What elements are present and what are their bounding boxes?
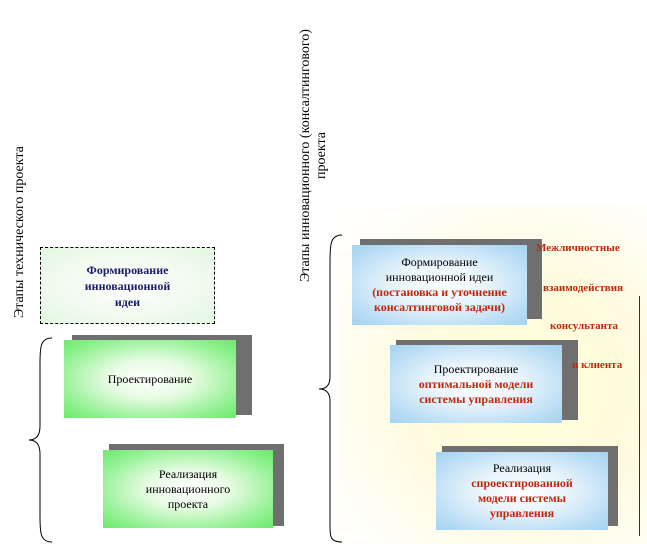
innov-impl-box: Реализация спроектированной модели систе… — [436, 446, 618, 530]
tech-design-line1: Проектирование — [107, 371, 193, 386]
innov-idea-box: Формирование инновационной идеи (постано… — [352, 239, 542, 325]
tech-design-face: Проектирование — [64, 340, 236, 418]
interaction-label-3: консультанта — [550, 320, 618, 332]
tech-idea-line1: Формирование — [86, 262, 169, 277]
innov-brace — [318, 234, 343, 543]
innov-design-face: Проектирование оптимальной модели систем… — [390, 345, 562, 423]
innov-idea-red2: консалтинговой задачи) — [374, 300, 505, 314]
innov-impl-red2: модели системы — [477, 491, 567, 505]
innov-impl-red1: спроектированной — [471, 476, 573, 490]
tech-idea-box: Формирование инновационной идеи — [40, 247, 215, 324]
innov-impl-line1: Реализация — [492, 461, 552, 475]
tech-brace — [28, 337, 53, 543]
innov-idea-red1: (постановка и уточнение — [372, 285, 507, 299]
tech-design-box: Проектирование — [64, 335, 252, 418]
tech-impl-line2: инновационного — [145, 481, 231, 496]
tech-impl-box: Реализация инновационного проекта — [103, 444, 284, 528]
innov-design-line1: Проектирование — [433, 361, 519, 376]
tech-impl-line3: проекта — [167, 496, 209, 511]
innov-impl-red3: управления — [489, 506, 555, 520]
innov-idea-face: Формирование инновационной идеи (постано… — [352, 245, 527, 325]
tech-stages-label: Этапы технического проекта — [12, 146, 27, 318]
innov-design-box: Проектирование оптимальной модели систем… — [390, 340, 578, 423]
innov-design-red2: системы управления — [419, 391, 533, 406]
tech-impl-face: Реализация инновационного проекта — [103, 450, 273, 528]
innov-impl-face: Реализация спроектированной модели систе… — [436, 452, 608, 530]
interaction-label-4: и клиента — [572, 359, 623, 371]
innov-design-red1: оптимальной модели — [418, 376, 534, 391]
innov-idea-line1: Формирование — [401, 255, 478, 269]
tech-idea-line3: идеи — [114, 294, 141, 309]
tech-impl-line1: Реализация — [158, 466, 218, 481]
interaction-label-1: Межличностные — [536, 242, 620, 254]
interaction-label-2: взаимодействия — [543, 282, 624, 294]
right-divider — [639, 296, 640, 536]
tech-idea-line2: инновационной — [84, 278, 171, 293]
innov-idea-line2: инновационной идеи — [385, 270, 494, 284]
innov-stages-label-line1: Этапы инновационного (консалтингового) — [298, 29, 313, 282]
